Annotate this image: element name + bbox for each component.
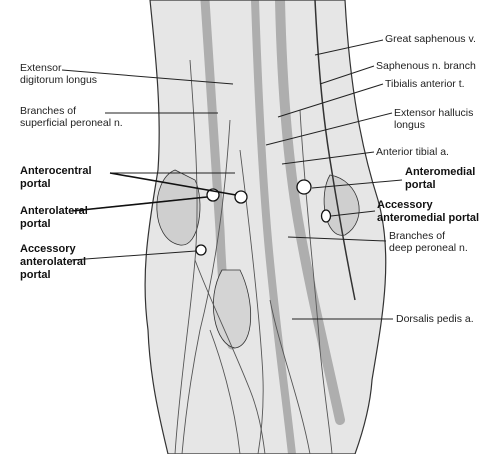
leader-lines [61, 39, 403, 320]
extensor-hallucis-tendon [251, 0, 296, 454]
label-anterolateral-portal: Anterolateral portal [20, 205, 88, 230]
label-anteromedial-portal: Anteromedial portal [405, 166, 476, 191]
label-saphenous-branch: Saphenous n. branch [376, 60, 476, 72]
accessory-anterolateral-portal-marker [195, 244, 207, 256]
label-branches-deep-peroneal: Branches of deep peroneal n. [389, 230, 468, 254]
label-great-saphenous: Great saphenous v. [385, 33, 476, 45]
peroneus-tertius-bulb [212, 269, 252, 349]
medial-malleolus [323, 174, 360, 236]
accessory-anteromedial-portal-marker [320, 209, 332, 223]
great-saphenous-vein [314, 0, 356, 301]
nerve-branches [174, 59, 333, 454]
label-accessory-anterolateral-portal: Accessory anterolateral portal [20, 243, 87, 281]
label-anterior-tibial-artery: Anterior tibial a. [376, 146, 449, 158]
label-extensor-digitorum-longus: Extensor digitorum longus [20, 62, 98, 86]
label-dorsalis-pedis: Dorsalis pedis a. [396, 313, 474, 325]
label-branches-superficial-peroneal: Branches of superficial peroneal n. [20, 105, 123, 129]
anteromedial-portal-marker [296, 179, 312, 195]
label-accessory-anteromedial-portal: Accessory anteromedial portal [377, 199, 480, 224]
label-extensor-hallucis-longus: Extensor hallucis longus [394, 107, 474, 131]
tibialis-anterior-tendon [275, 0, 345, 425]
label-tibialis-anterior: Tibialis anterior t. [385, 78, 465, 90]
label-anterocentral-portal: Anterocentral portal [20, 165, 92, 190]
portal-pointers [71, 172, 237, 212]
anterocentral-portal-marker [234, 190, 248, 204]
